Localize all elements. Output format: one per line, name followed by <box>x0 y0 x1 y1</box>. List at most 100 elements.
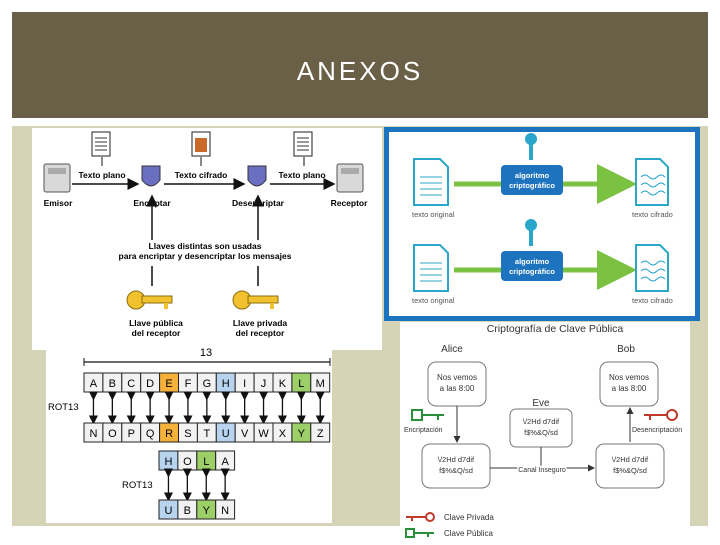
word-plain-letter: O <box>183 456 192 468</box>
public-key-title: Criptografía de Clave Pública <box>487 323 624 335</box>
letter-bottom: Y <box>298 428 306 440</box>
asymmetric-diagram-panel: Texto plano Texto cifrado Texto plano Em… <box>32 128 382 350</box>
algorithm-box <box>501 165 563 195</box>
channel-label: Canal Inseguro <box>518 467 566 474</box>
key-icon <box>232 290 279 310</box>
letter-bottom: W <box>258 428 269 440</box>
cipher-line: f$%&Q/sd <box>613 466 647 475</box>
letter-top: K <box>279 378 287 390</box>
note-line: Llaves distintas son usadas <box>149 241 262 251</box>
cipher-text-label: Texto cifrado <box>175 170 228 180</box>
cipher-box <box>595 443 665 489</box>
encryption-label: Encriptación <box>404 427 443 434</box>
message-line: a las 8:00 <box>440 384 475 393</box>
algorithm-label: criptográfico <box>509 267 555 276</box>
eve-label: Eve <box>532 398 550 409</box>
public-key-label: Llave pública <box>129 318 183 328</box>
slide-title: ANEXOS <box>296 56 424 86</box>
original-text-label: texto original <box>412 296 455 305</box>
public-key-icon <box>411 409 444 421</box>
message-line: Nos vemos <box>437 373 477 382</box>
title-bar <box>12 12 708 118</box>
letter-bottom: P <box>128 428 135 440</box>
letter-bottom: R <box>165 428 173 440</box>
asymmetric-diagram: Texto plano Texto cifrado Texto plano Em… <box>43 131 369 338</box>
letter-bottom: Q <box>146 428 155 440</box>
word-cipher-letter: B <box>184 505 191 517</box>
letter-top: L <box>298 378 304 390</box>
cipher-line: f$%&Q/sd <box>439 466 473 475</box>
letter-top: C <box>127 378 135 390</box>
word-cipher-letter-box <box>215 499 236 520</box>
word-plain-letter: H <box>164 456 172 468</box>
original-text-label: texto original <box>412 210 455 219</box>
decryption-label: Desencriptación <box>632 427 682 434</box>
public-key-diagram-panel: Criptografía de Clave Pública Alice Bob … <box>400 322 690 540</box>
private-key-label: del receptor <box>236 328 285 338</box>
cipher-document-icon <box>635 158 669 206</box>
sender-label: Emisor <box>44 198 74 208</box>
private-key-icon <box>644 409 678 421</box>
letter-bottom-box <box>310 422 331 443</box>
private-key-legend-icon <box>406 512 435 522</box>
private-key-label: Llave privada <box>233 318 288 328</box>
letter-top: I <box>243 378 246 390</box>
letter-bottom: Z <box>317 428 324 440</box>
message-line: a las 8:00 <box>612 384 647 393</box>
plain-document-icon <box>293 131 313 157</box>
letter-top: B <box>109 378 116 390</box>
letter-bottom: X <box>279 428 287 440</box>
letter-top: J <box>261 378 267 390</box>
key-icon <box>525 219 537 246</box>
letter-top: M <box>316 378 325 390</box>
letter-bottom: S <box>184 428 191 440</box>
algorithm-label: algoritmo <box>515 171 550 180</box>
computer-icon <box>43 163 71 193</box>
letter-top: D <box>146 378 154 390</box>
computer-icon <box>336 163 364 193</box>
letter-top: F <box>185 378 192 390</box>
cipher-line: f$%&Q/sd <box>524 428 558 437</box>
letter-bottom: O <box>108 428 117 440</box>
legend-private-label: Clave Privada <box>444 513 494 522</box>
shield-icon <box>141 165 161 187</box>
document-icon <box>413 158 449 206</box>
letter-bottom: U <box>222 428 230 440</box>
algorithm-diagram-panel: algoritmo criptográfico texto original t… <box>384 127 700 321</box>
algorithm-label: criptográfico <box>509 181 555 190</box>
plain-text-label: Texto plano <box>78 170 125 180</box>
word-cipher-letter: U <box>164 505 172 517</box>
cipher-document-icon <box>191 131 211 157</box>
cipher-text-label: texto cifrado <box>632 296 673 305</box>
letter-bottom: T <box>203 428 210 440</box>
word-plain-letter: A <box>221 456 229 468</box>
message-box <box>599 361 659 407</box>
word-plain-letter: L <box>203 456 209 468</box>
letter-top: H <box>222 378 230 390</box>
algorithm-box <box>501 251 563 281</box>
shield-icon <box>247 165 267 187</box>
algorithm-diagram: algoritmo criptográfico texto original t… <box>389 132 695 316</box>
receiver-label: Receptor <box>331 198 369 208</box>
shift-label: 13 <box>200 347 212 359</box>
letter-bottom: V <box>241 428 249 440</box>
rot13-label: ROT13 <box>122 480 153 491</box>
cipher-text-label: texto cifrado <box>632 210 673 219</box>
cipher-document-icon <box>635 244 669 292</box>
letter-top: E <box>165 378 172 390</box>
key-icon <box>525 133 537 160</box>
cipher-line: \/2Hd d7dif <box>612 455 649 464</box>
alice-label: Alice <box>441 344 463 355</box>
algorithm-label: algoritmo <box>515 257 550 266</box>
bob-label: Bob <box>617 344 635 355</box>
cipher-line: \/2Hd d7dif <box>523 417 560 426</box>
document-icon <box>413 244 449 292</box>
legend-public-label: Clave Pública <box>444 529 493 538</box>
message-line: Nos vemos <box>609 373 649 382</box>
plain-document-icon <box>91 131 111 157</box>
plain-text-label: Texto plano <box>278 170 325 180</box>
public-key-label: del receptor <box>132 328 181 338</box>
